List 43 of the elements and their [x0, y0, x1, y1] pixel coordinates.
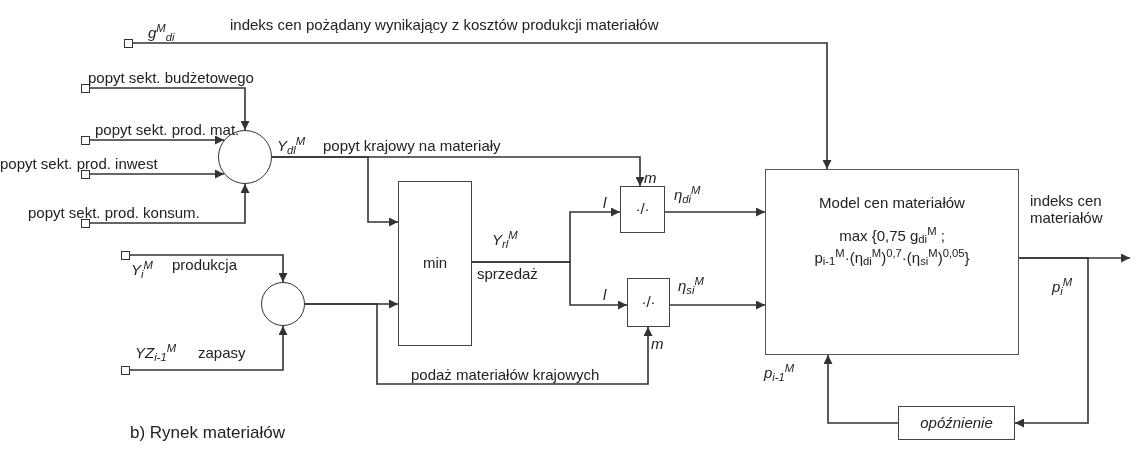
arrow — [129, 254, 288, 283]
input-terminal — [81, 84, 90, 93]
caption: b) Rynek materiałów — [130, 422, 285, 444]
arrow — [664, 207, 766, 217]
arrow — [471, 261, 628, 310]
edge-label: popyt sekt. prod. mat. — [95, 121, 240, 138]
symbol-label: l — [603, 285, 607, 305]
symbol-label: l — [603, 193, 607, 213]
edge-label: popyt sekt. budżetowego — [88, 69, 254, 86]
arrow — [132, 42, 832, 170]
edge-label: zapasy — [198, 344, 246, 361]
input-terminal — [81, 170, 90, 179]
input-terminal — [81, 136, 90, 145]
arrow — [823, 354, 899, 424]
arrow — [1014, 257, 1089, 428]
arrow — [271, 156, 399, 227]
summing-junction — [261, 282, 305, 326]
edge-label: popyt sekt. prod. inwest — [0, 155, 158, 172]
arrow — [89, 169, 225, 179]
arrow — [89, 183, 250, 224]
arrow — [89, 135, 225, 145]
arrow — [89, 87, 250, 131]
input-terminal — [81, 219, 90, 228]
process-box: opóźnienie — [898, 406, 1015, 440]
symbol-label: m — [651, 334, 664, 354]
process-box: ·/· — [620, 186, 665, 233]
edge-label: produkcja — [172, 256, 238, 273]
process-box: Model cen materiałów max {0,75 g$_{di}$$^{M}$ ; p$_{i-1}$$^{M}$·(η$_{di}$$^{M}$)$^{0,7}$·(η$_{si}$$^{M}$)$^{0,05}$} — [765, 169, 1019, 355]
edge-label: sprzedaż — [477, 265, 538, 282]
arrow — [669, 300, 766, 310]
arrow — [304, 303, 653, 385]
process-box: min — [398, 181, 472, 346]
input-terminal — [121, 366, 130, 375]
arrow — [129, 325, 288, 371]
edge-label: podaż materiałów krajowych — [411, 366, 600, 383]
symbol-label: m — [644, 168, 657, 188]
edge-label: popyt sekt. prod. konsum. — [28, 204, 200, 221]
input-terminal — [124, 39, 133, 48]
process-box: ·/· — [627, 278, 670, 327]
input-terminal — [121, 251, 130, 260]
edge-label: popyt krajowy na materiały — [323, 137, 501, 154]
edge-label: indeks cen materiałów — [1030, 192, 1104, 226]
edge-label: indeks cen pożądany wynikający z kosztów produkcji materiałów — [230, 16, 659, 33]
